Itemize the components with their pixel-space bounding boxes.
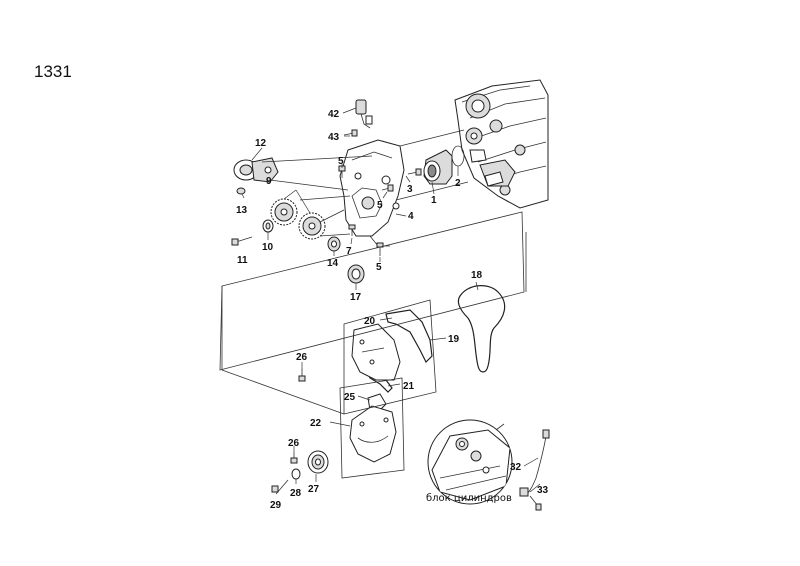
bolt-43 <box>343 129 358 137</box>
callout-13: 13 <box>236 205 248 216</box>
bolt-26-lower <box>290 452 298 464</box>
callout-3: 3 <box>407 184 413 195</box>
bolt-11 <box>231 236 253 246</box>
camshaft-sprocket-2 <box>298 212 326 240</box>
callout-26-lower: 26 <box>288 438 300 449</box>
callout-42: 42 <box>328 109 340 120</box>
callout-25: 25 <box>344 392 356 403</box>
callout-17: 17 <box>350 292 362 303</box>
camshaft-sprocket-1 <box>270 198 298 226</box>
callout-29: 29 <box>270 500 282 511</box>
callout-11: 11 <box>237 255 248 266</box>
callout-1: 1 <box>431 195 437 206</box>
callout-33: 33 <box>537 485 549 496</box>
callout-14: 14 <box>327 258 339 269</box>
callout-10: 10 <box>262 242 274 253</box>
callout-9: 9 <box>266 176 272 187</box>
callout-43: 43 <box>328 132 340 143</box>
washer-10 <box>262 219 274 233</box>
stud-7 <box>348 224 356 236</box>
washer-28 <box>291 468 301 480</box>
callout-12: 12 <box>255 138 267 149</box>
callout-19: 19 <box>448 334 460 345</box>
bolt-33 <box>529 495 542 511</box>
tensioner <box>233 157 279 183</box>
bolt-13 <box>236 187 246 195</box>
engine-block <box>454 79 549 209</box>
bolt-3 <box>407 168 422 176</box>
leader-lines <box>241 107 541 493</box>
figure-number: 1331 <box>34 62 72 81</box>
assembly-frame-large <box>219 211 525 371</box>
callout-18: 18 <box>471 270 483 281</box>
timing-belt <box>457 285 506 373</box>
callout-5-top: 5 <box>338 156 344 167</box>
callout-20: 20 <box>364 316 376 327</box>
callout-27: 27 <box>308 484 320 495</box>
bolt-5-mid <box>381 184 394 192</box>
rear-timing-cover <box>339 139 405 247</box>
callout-28: 28 <box>290 488 302 499</box>
idler-pulley-14 <box>327 236 341 252</box>
bolt-5-bottom <box>376 242 384 256</box>
inset-caption: блок цилиндров <box>426 493 512 504</box>
knock-sensor-wire <box>519 429 550 497</box>
front-upper-cover <box>351 323 401 381</box>
callout-26-upper: 26 <box>296 352 308 363</box>
crankshaft-sprocket <box>307 450 329 474</box>
inset-cylinder-block <box>427 419 513 505</box>
upper-cover-frame <box>343 299 437 415</box>
callout-5-bottom: 5 <box>376 262 382 273</box>
water-pump <box>423 149 453 185</box>
callout-22: 22 <box>310 418 322 429</box>
callout-32: 32 <box>510 462 522 473</box>
callout-4: 4 <box>408 211 414 222</box>
o-ring <box>451 145 465 167</box>
callout-21: 21 <box>403 381 415 392</box>
camshaft-sensor <box>355 99 373 129</box>
bolt-26-upper <box>298 368 306 382</box>
idler-pulley-17 <box>347 264 365 284</box>
upper-cover-gasket <box>385 309 433 364</box>
front-lower-cover <box>349 405 397 463</box>
lower-cover-frame <box>339 377 405 479</box>
callout-7: 7 <box>346 246 352 257</box>
bolt-29 <box>271 479 289 495</box>
callout-2: 2 <box>455 178 461 189</box>
callouts: 42 43 12 5 9 13 10 11 14 7 5 17 5 3 4 1 … <box>236 109 549 511</box>
callout-5-mid: 5 <box>377 200 383 211</box>
